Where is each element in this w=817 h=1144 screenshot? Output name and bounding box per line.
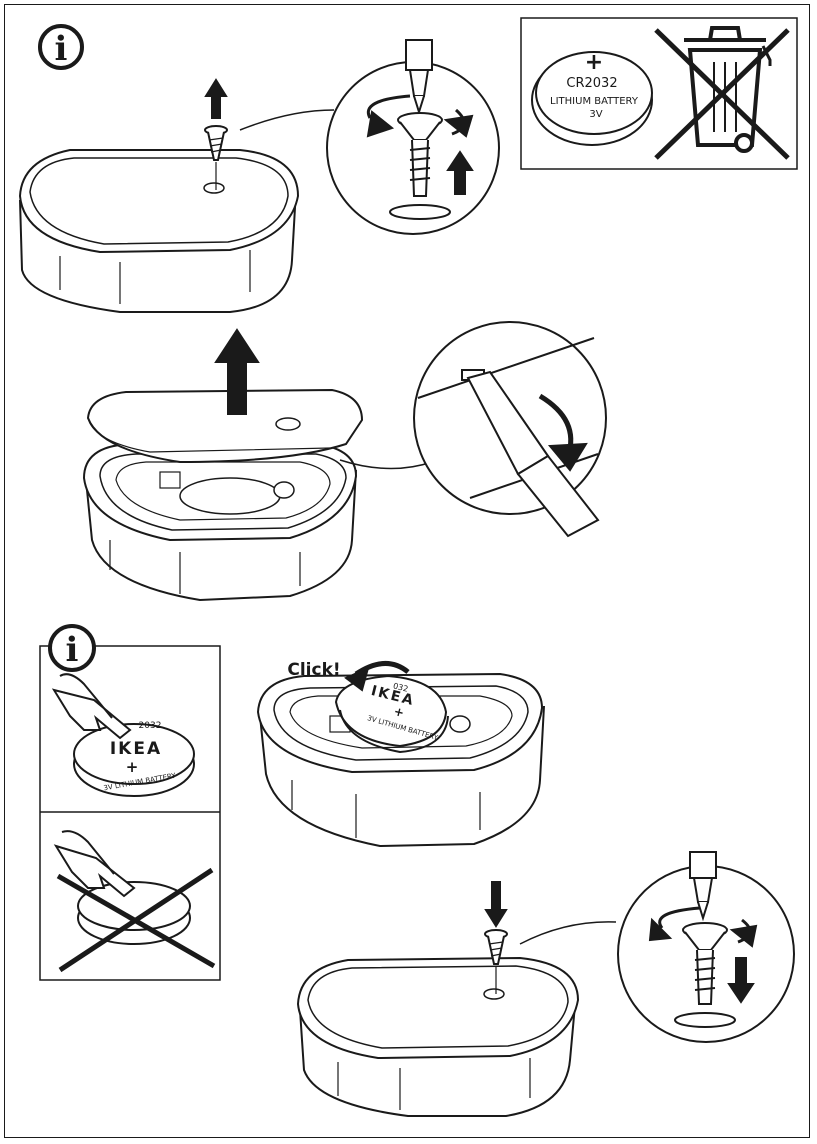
coin-plus-2: +: [392, 704, 405, 720]
info-icon: i: [38, 24, 84, 70]
insert-arrow-icon: [344, 661, 410, 692]
page-border: [4, 4, 810, 1138]
battery-model: CR2032: [566, 76, 617, 91]
screwdriver-icon: [689, 851, 717, 922]
coin-battery-icon: [77, 881, 191, 945]
up-arrow-icon: [204, 78, 228, 119]
info-symbol: i: [55, 29, 68, 69]
battery-handling-info-panel: i IKEA + 2032 3V LITHIUM BATTERY: [39, 624, 221, 981]
down-arrow-icon: [484, 881, 508, 928]
click-label: Click!: [287, 660, 340, 680]
step-replace-screw: [296, 851, 795, 1117]
step-remove-screw: [18, 39, 500, 313]
coin-brand: IKEA: [110, 739, 162, 759]
rotate-arrow-icon: [648, 906, 758, 948]
down-arrow-icon: [727, 957, 755, 1004]
coin-battery-icon: [73, 723, 195, 797]
screw-icon: [484, 929, 508, 994]
up-arrow-icon: [214, 328, 260, 415]
fingers-icon: [51, 673, 132, 740]
flat-screwdriver-icon: [466, 370, 600, 538]
fingers-icon: [53, 830, 136, 898]
screw-icon: [204, 125, 228, 190]
battery-plus: +: [585, 50, 603, 75]
info-symbol-2: i: [66, 630, 79, 670]
step-insert-battery: [256, 661, 545, 848]
crossed-out-wheelie-bin-icon: [654, 26, 790, 160]
coin-model-partial-2: 032: [392, 681, 409, 693]
step-remove-cover: [82, 321, 607, 602]
coin-plus: +: [126, 758, 139, 776]
battery-type: LITHIUM BATTERY: [550, 96, 639, 107]
battery-voltage: 3V: [589, 109, 602, 120]
info-icon: i: [48, 624, 96, 672]
battery-disposal-panel: + CR2032 LITHIUM BATTERY 3V: [520, 17, 798, 170]
up-arrow-icon: [446, 150, 474, 195]
rotate-arrow-icon: [366, 94, 474, 138]
coin-model-partial: 2032: [139, 721, 162, 731]
coin-battery-icon: [531, 51, 653, 146]
coin-battery-icon: [334, 674, 449, 754]
pry-arrow-icon: [538, 393, 588, 472]
prohibited-cross-icon: [56, 867, 216, 973]
screwdriver-icon: [405, 39, 433, 116]
